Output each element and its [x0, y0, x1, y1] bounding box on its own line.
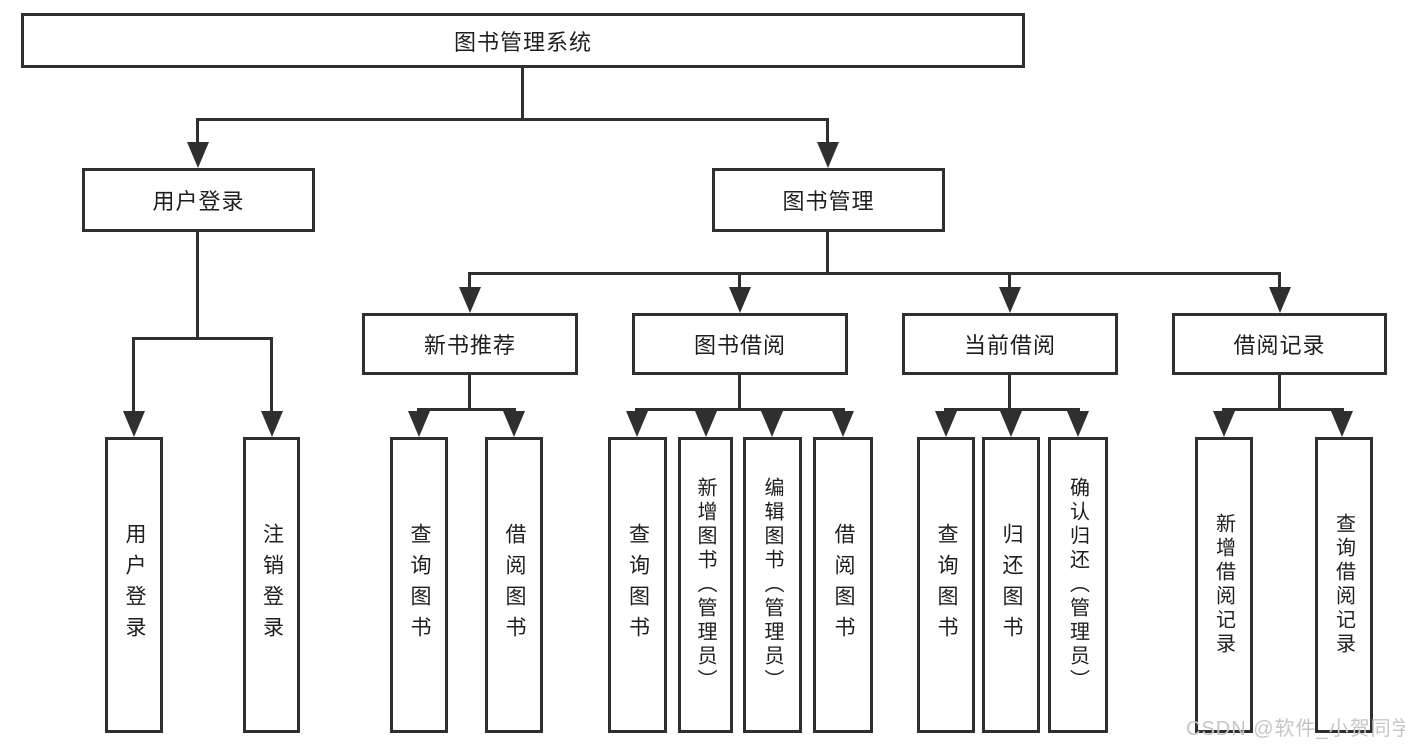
leaf-current-return-books: 归还图书: [982, 437, 1040, 733]
connector-line: [1222, 408, 1344, 411]
arrow-down-icon: [261, 411, 283, 437]
arrow-down-icon: [1213, 411, 1235, 437]
leaf-newbook-query-books: 查询图书: [390, 437, 448, 733]
arrow-down-icon: [695, 411, 717, 437]
node-borrowing-records: 借阅记录: [1172, 313, 1387, 375]
node-user-login: 用户登录: [82, 168, 315, 232]
connector-line: [1278, 272, 1281, 290]
leaf-borrow-add-books-admin: 新增图书（管理员）: [678, 437, 733, 733]
arrow-down-icon: [761, 411, 783, 437]
arrow-down-icon: [1000, 411, 1022, 437]
leaf-records-query-record: 查询借阅记录: [1315, 437, 1373, 733]
node-book-management: 图书管理: [712, 168, 945, 232]
arrow-down-icon: [1331, 411, 1353, 437]
arrow-down-icon: [408, 411, 430, 437]
leaf-borrow-edit-books-admin: 编辑图书（管理员）: [743, 437, 802, 733]
arrow-down-icon: [187, 142, 209, 168]
connector-line: [270, 337, 273, 414]
arrow-down-icon: [1067, 411, 1089, 437]
csdn-watermark: CSDN @软件_小贺同学: [1186, 718, 1405, 740]
connector-line: [196, 118, 829, 121]
connector-line: [417, 408, 516, 411]
leaf-borrow-query-books: 查询图书: [608, 437, 667, 733]
connector-line: [738, 272, 741, 290]
arrow-down-icon: [832, 411, 854, 437]
connector-line: [468, 375, 471, 411]
connector-line: [1008, 272, 1011, 290]
arrow-down-icon: [123, 411, 145, 437]
connector-line: [826, 232, 829, 275]
connector-line: [468, 272, 1281, 275]
leaf-records-add-record: 新增借阅记录: [1195, 437, 1253, 733]
arrow-down-icon: [729, 287, 751, 313]
leaf-current-confirm-return-admin: 确认归还（管理员）: [1048, 437, 1108, 733]
node-current-borrowing: 当前借阅: [902, 313, 1118, 375]
node-library-management-system: 图书管理系统: [21, 13, 1025, 68]
connector-line: [132, 337, 135, 414]
connector-line: [132, 337, 273, 340]
arrow-down-icon: [817, 142, 839, 168]
connector-line: [826, 118, 829, 145]
arrow-down-icon: [459, 287, 481, 313]
leaf-borrow-borrow-books: 借阅图书: [813, 437, 873, 733]
leaf-current-query-books: 查询图书: [917, 437, 975, 733]
connector-line: [635, 408, 845, 411]
leaf-newbook-borrow-books: 借阅图书: [485, 437, 543, 733]
arrow-down-icon: [503, 411, 525, 437]
arrow-down-icon: [626, 411, 648, 437]
connector-line: [944, 408, 1080, 411]
connector-line: [738, 375, 741, 411]
leaf-user-login: 用户登录: [105, 437, 163, 733]
connector-line: [196, 232, 199, 340]
arrow-down-icon: [935, 411, 957, 437]
node-new-book-recommend: 新书推荐: [362, 313, 578, 375]
arrow-down-icon: [1269, 287, 1291, 313]
connector-line: [1278, 375, 1281, 411]
connector-line: [196, 118, 199, 145]
leaf-logout: 注销登录: [243, 437, 300, 733]
connector-line: [521, 68, 524, 121]
node-book-borrowing: 图书借阅: [632, 313, 848, 375]
connector-line: [468, 272, 471, 290]
connector-line: [1008, 375, 1011, 411]
arrow-down-icon: [999, 287, 1021, 313]
